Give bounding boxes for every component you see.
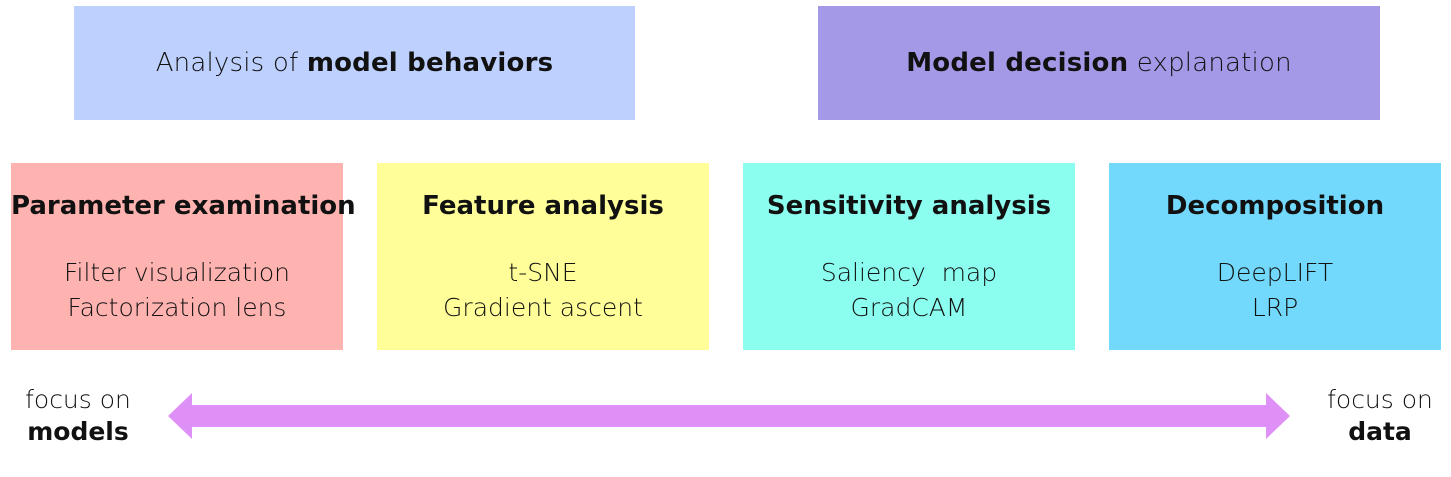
method-item: Filter visualization [63, 258, 290, 287]
method-item: Saliency map [820, 258, 998, 287]
method-item: DeepLIFT [1216, 258, 1334, 287]
method-item: Factorization lens [67, 293, 287, 322]
method-title: Decomposition [1165, 191, 1385, 221]
method-item: Gradient ascent [443, 293, 643, 322]
category-label: Model decision explanation [906, 48, 1292, 78]
arrow-shape [168, 393, 1290, 439]
method-title: Feature analysis [422, 191, 664, 221]
focus-data-label: focus on data [1327, 385, 1433, 446]
method-item: LRP [1251, 293, 1299, 322]
focus-models-label: focus on models [25, 385, 131, 446]
method-decomposition: Decomposition DeepLIFT LRP [1109, 163, 1441, 350]
method-feature-analysis: Feature analysis t-SNE Gradient ascent [377, 163, 709, 350]
method-items: Filter visualization Factorization lens [11, 255, 343, 325]
double-arrow-icon [168, 393, 1290, 439]
category-label: Analysis of model behaviors [155, 48, 554, 78]
method-items: Saliency map GradCAM [743, 255, 1075, 325]
method-item: GradCAM [850, 293, 968, 322]
category-model-behaviors: Analysis of model behaviors [74, 6, 635, 120]
method-item: t-SNE [508, 258, 578, 287]
method-sensitivity-analysis: Sensitivity analysis Saliency map GradCA… [743, 163, 1075, 350]
method-items: t-SNE Gradient ascent [377, 255, 709, 325]
method-title: Parameter examination [11, 191, 356, 221]
method-items: DeepLIFT LRP [1109, 255, 1441, 325]
category-model-decision: Model decision explanation [818, 6, 1380, 120]
method-title: Sensitivity analysis [766, 191, 1052, 221]
method-parameter-examination: Parameter examination Filter visualizati… [11, 163, 356, 350]
